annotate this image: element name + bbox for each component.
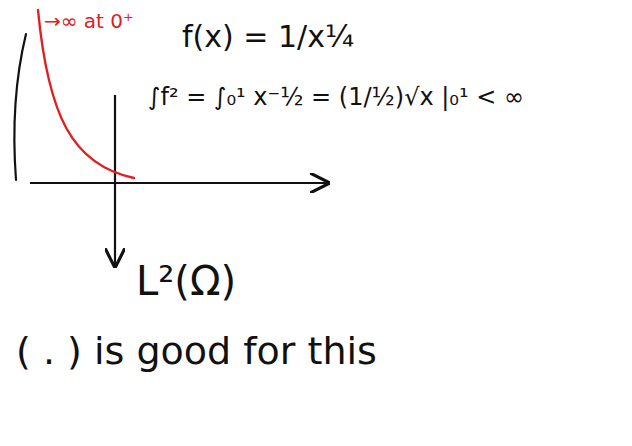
integral-computation: ∫f² = ∫₀¹ x⁻½ = (1/½)√x |₀¹ < ∞ bbox=[148, 84, 524, 112]
function-definition: f(x) = 1/x¼ bbox=[182, 20, 354, 55]
limit-note: →∞ at 0⁺ bbox=[44, 10, 134, 33]
x-axis bbox=[30, 182, 328, 184]
note: ( . ) is good for this bbox=[16, 330, 377, 374]
left-bracket bbox=[14, 34, 26, 180]
pointer-arrow bbox=[114, 95, 116, 266]
space-name: L²(Ω) bbox=[136, 258, 236, 304]
graph-curve bbox=[38, 10, 134, 178]
